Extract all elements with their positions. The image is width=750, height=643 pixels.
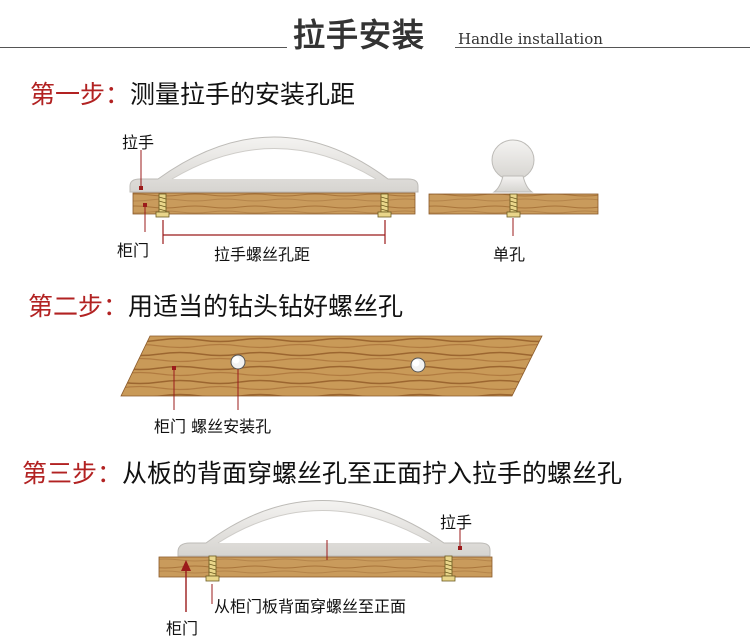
diagram-1-handle-label: 拉手 — [122, 133, 155, 152]
diagram-1-door-board — [132, 192, 416, 215]
hole-spacing-label: 拉手螺丝孔距 — [214, 245, 311, 264]
diagram-2-caption: 柜门 螺丝安装孔 — [154, 417, 272, 436]
diagram-2-drilled-holes — [230, 354, 426, 373]
page-title: 拉手安装 — [293, 16, 426, 54]
diagram-1-knob-handle — [491, 139, 535, 193]
step-1-heading: 第一步：测量拉手的安装孔距 — [30, 75, 355, 111]
diagram-3-door-label: 柜门 — [166, 619, 199, 638]
diagram-3-door-board — [158, 556, 493, 578]
diagram-1-screws — [155, 193, 392, 218]
page-subtitle: Handle installation — [458, 30, 603, 48]
diagram-3-callout-markers — [211, 528, 462, 604]
diagram-2-callout-markers — [172, 366, 239, 410]
diagram-1-door-label: 柜门 — [117, 241, 150, 260]
diagram-3-arch-handle — [177, 500, 491, 557]
diagram-1-callout-markers — [139, 150, 147, 232]
hole-spacing-dimension — [162, 220, 386, 244]
step-2-label: 第二步： — [28, 292, 129, 321]
header-rule-left — [0, 47, 287, 48]
step-2-text: 用适当的钻头钻好螺丝孔 — [128, 292, 404, 321]
step-3-text: 从板的背面穿螺丝孔至正面拧入拉手的螺丝孔 — [122, 459, 623, 488]
diagram-2-door-panel — [120, 335, 543, 397]
diagram-3-up-arrow — [181, 560, 191, 612]
single-hole-label: 单孔 — [493, 245, 526, 264]
diagram-1-single-screw — [506, 193, 521, 236]
step-2-heading: 第二步：用适当的钻头钻好螺丝孔 — [28, 287, 403, 323]
header-rule-right — [455, 47, 750, 48]
diagram-1-arch-handle — [129, 136, 419, 193]
diagram-3-handle-label: 拉手 — [440, 513, 473, 532]
step-1-label: 第一步： — [30, 80, 131, 109]
diagram-3-screws — [205, 555, 456, 582]
diagram-3-screw-label: 从柜门板背面穿螺丝至正面 — [214, 597, 407, 616]
step-3-label: 第三步： — [22, 459, 123, 488]
step-3-heading: 第三步：从板的背面穿螺丝孔至正面拧入拉手的螺丝孔 — [22, 454, 622, 490]
step-1-text: 测量拉手的安装孔距 — [130, 80, 356, 109]
